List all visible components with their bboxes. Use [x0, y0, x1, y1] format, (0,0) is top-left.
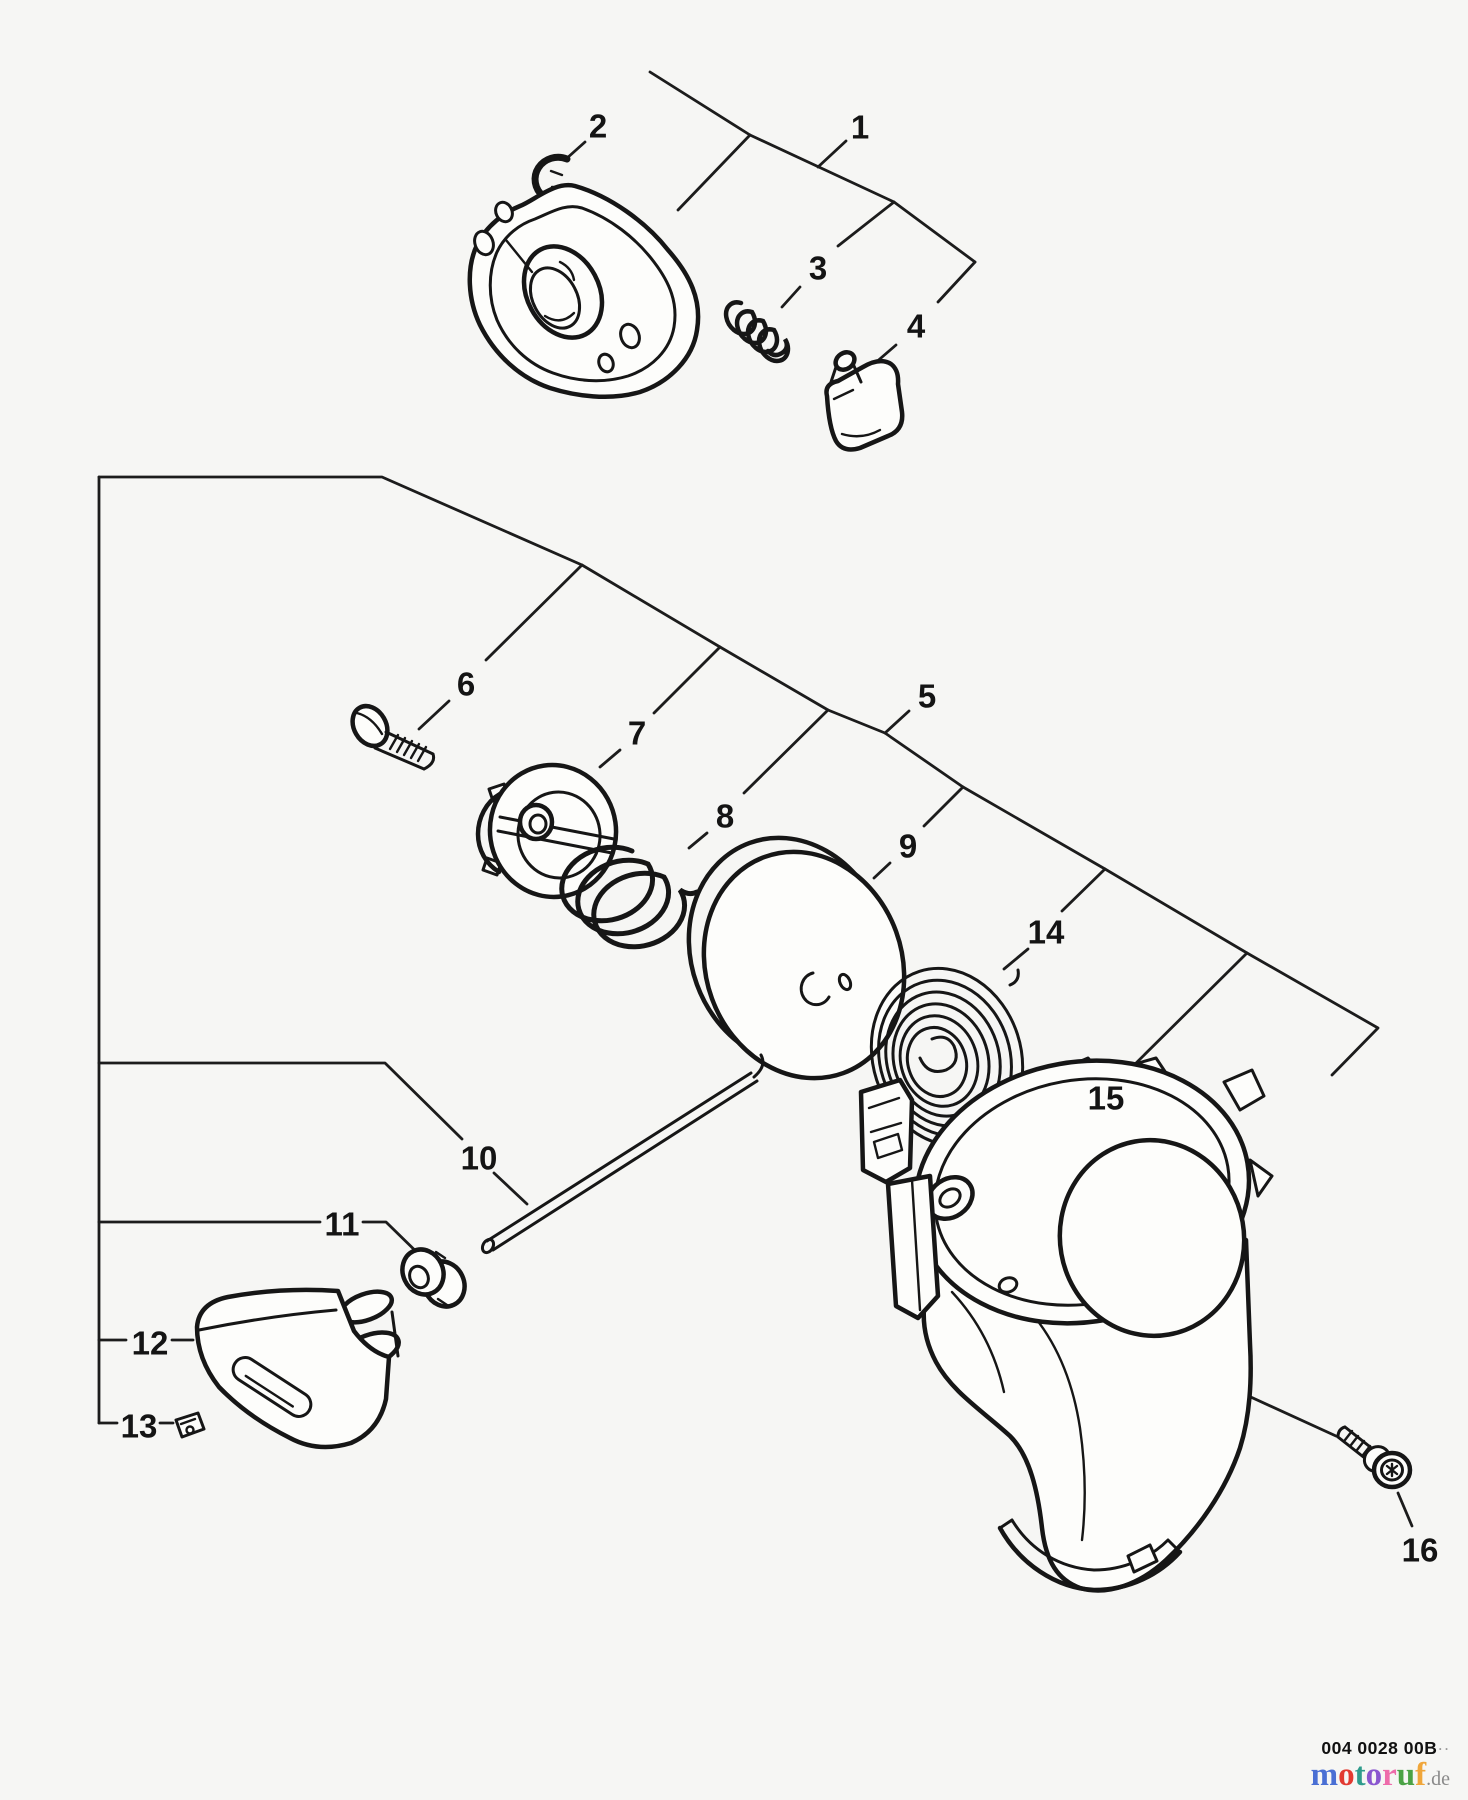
- watermark-letter: u: [1396, 1757, 1416, 1793]
- part-label-9: 9: [899, 828, 917, 865]
- part-7-ratchet-drum-drawing: [475, 762, 619, 900]
- part-label-15: 15: [1088, 1080, 1125, 1117]
- watermark-letter: m: [1310, 1757, 1339, 1793]
- leader-branch-8a: [742, 708, 830, 795]
- watermark-letter: o: [1365, 1757, 1383, 1793]
- watermark-letter: o: [1338, 1757, 1355, 1793]
- leader-branch-6a: [484, 563, 584, 662]
- part-label-10: 10: [461, 1140, 498, 1177]
- footer-watermark-block: 004 0028 00B·· motoruf.de: [1311, 1738, 1450, 1794]
- leader-branch-6b: [417, 699, 451, 731]
- leader-main-1: [648, 70, 977, 264]
- part-6-screw-drawing: [350, 703, 436, 771]
- part-13-clip-drawing: [174, 1411, 206, 1439]
- part-label-4: 4: [907, 308, 926, 345]
- part-8-spring-drawing: [559, 844, 700, 950]
- part-label-3: 3: [809, 250, 827, 287]
- part-label-2: 2: [589, 108, 607, 145]
- watermark-letter: r: [1382, 1757, 1397, 1793]
- part-label-13: 13: [121, 1408, 158, 1445]
- part-12-starter-grip-drawing: [194, 1287, 401, 1450]
- leader-branch-cover: [676, 133, 752, 212]
- leader-branch-9b: [872, 861, 892, 880]
- leader-branch-7b: [598, 748, 622, 769]
- part-10-starter-rope-drawing: [480, 1053, 765, 1255]
- leader-lines-top-assembly: [564, 70, 977, 366]
- part-label-14: 14: [1028, 914, 1065, 951]
- leader-branch-3b: [780, 285, 802, 309]
- leader-branch-14a: [1060, 867, 1107, 913]
- part-label-5: 5: [918, 678, 936, 715]
- leader-branch-4a: [936, 260, 977, 304]
- part-1-starter-cover-drawing: [467, 182, 701, 400]
- watermark-tld: .de: [1426, 1768, 1450, 1790]
- leader-tick-5: [883, 709, 911, 735]
- watermark-word: motoruf: [1311, 1757, 1427, 1793]
- leader-branch-15a: [1122, 951, 1249, 1077]
- leader-tick-2: [564, 140, 587, 161]
- part-label-16: 16: [1402, 1532, 1439, 1569]
- part-3-pawl-spring-drawing: [723, 300, 791, 364]
- leader-branch-10b: [492, 1171, 529, 1206]
- watermark-letter: f: [1415, 1757, 1427, 1793]
- part-label-6: 6: [457, 666, 475, 703]
- leader-branch-10a: [97, 1061, 464, 1141]
- leader-tick-1: [816, 139, 848, 169]
- part-11-rope-bushing-drawing: [400, 1247, 467, 1309]
- leader-branch-3a: [836, 200, 896, 248]
- part-9-starter-reel-drawing: [686, 835, 907, 1081]
- leader-branch-16b: [1396, 1491, 1414, 1528]
- leader-branch-8b: [687, 831, 709, 850]
- leader-branch-7a: [652, 645, 722, 715]
- leader-branch-14b: [1002, 947, 1030, 971]
- part-label-8: 8: [716, 798, 734, 835]
- part-label-7: 7: [628, 715, 646, 752]
- watermark-logo[interactable]: motoruf.de: [1311, 1757, 1450, 1794]
- watermark-letter: t: [1354, 1757, 1366, 1793]
- part-label-1: 1: [851, 109, 869, 146]
- part-label-12: 12: [132, 1325, 169, 1362]
- diagram-part-number: 004 0028 00B··: [1321, 1738, 1450, 1758]
- trailing-dots: ··: [1437, 1738, 1450, 1758]
- part-4-starter-pawl-drawing: [824, 350, 905, 452]
- part-label-11: 11: [325, 1206, 360, 1243]
- part-5-starter-case-drawing: [858, 1056, 1274, 1593]
- leader-branch-9a: [922, 785, 965, 828]
- part-16-screw-drawing: [1336, 1425, 1413, 1490]
